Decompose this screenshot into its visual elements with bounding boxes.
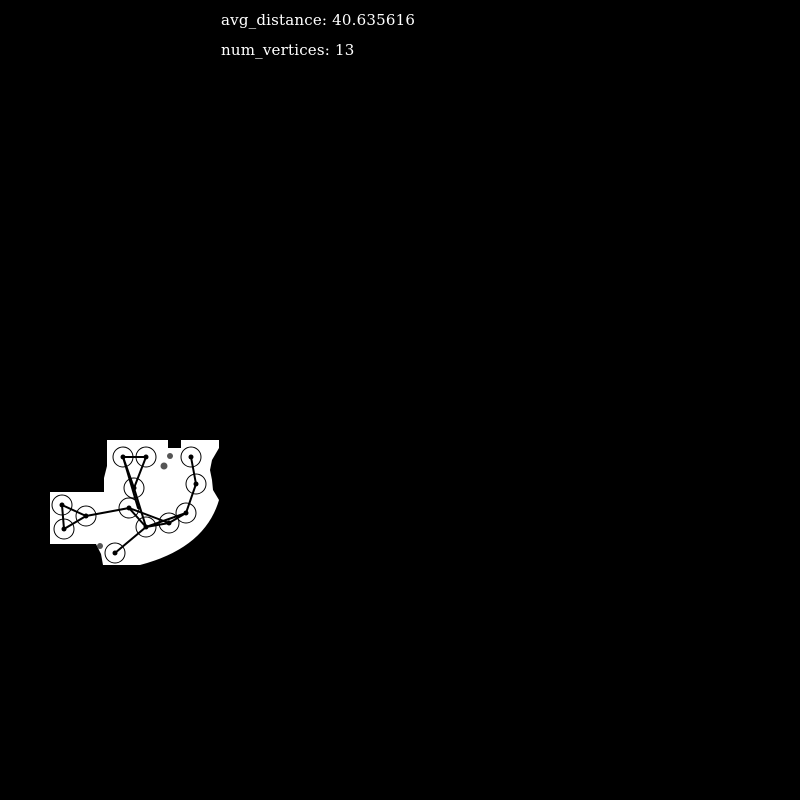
graph-vertex bbox=[185, 473, 207, 495]
graph-vertex bbox=[75, 505, 97, 527]
graph-edge bbox=[133, 456, 147, 489]
stray-point bbox=[167, 453, 173, 459]
stray-point bbox=[160, 462, 168, 470]
graph-edge bbox=[128, 507, 147, 528]
num-vertices-value: 13 bbox=[335, 41, 355, 59]
graph-edge bbox=[61, 504, 87, 517]
num-vertices-label: num_vertices: bbox=[221, 41, 331, 59]
graph-edge bbox=[63, 515, 87, 530]
graph-edge bbox=[133, 487, 147, 528]
graph-edge bbox=[190, 456, 197, 485]
graph-vertex bbox=[135, 446, 157, 468]
graph-vertex bbox=[112, 446, 134, 468]
graph-vertex bbox=[175, 502, 197, 524]
graph-vertex bbox=[51, 494, 73, 516]
num-vertices-readout: num_vertices: 13 bbox=[221, 41, 355, 59]
graph-vertex bbox=[123, 477, 145, 499]
graph-vertex bbox=[135, 516, 157, 538]
graph-edge bbox=[128, 507, 170, 524]
avg-distance-readout: avg_distance: 40.635616 bbox=[221, 11, 415, 29]
stray-point bbox=[97, 543, 103, 549]
avg-distance-value: 40.635616 bbox=[332, 11, 416, 29]
graph-edge bbox=[85, 507, 130, 517]
graph-vertex bbox=[118, 497, 140, 519]
region-notch bbox=[168, 440, 181, 448]
stray-points bbox=[97, 453, 173, 549]
graph-vertex bbox=[53, 518, 75, 540]
graph-vertices bbox=[51, 446, 207, 564]
graph-edges bbox=[61, 456, 197, 554]
graph-vertex bbox=[158, 512, 180, 534]
graph-edge bbox=[145, 512, 187, 528]
coverage-region bbox=[50, 440, 219, 565]
graph-edge bbox=[61, 504, 65, 530]
graph-vertex bbox=[104, 542, 126, 564]
graph-vertex bbox=[180, 446, 202, 468]
graph-edge bbox=[122, 456, 139, 509]
graph-edge bbox=[185, 483, 197, 514]
avg-distance-label: avg_distance: bbox=[221, 11, 328, 29]
graph-edge bbox=[114, 526, 147, 554]
